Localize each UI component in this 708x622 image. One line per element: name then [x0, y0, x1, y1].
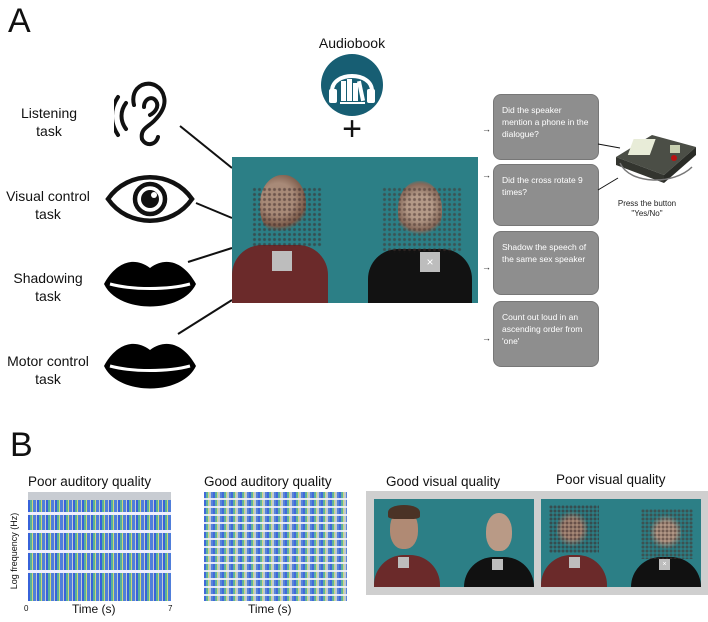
plus-sign: +: [342, 110, 362, 148]
audiobook-icon: [321, 54, 383, 116]
lips-icon: [104, 343, 196, 389]
spectrogram-title-good: Good auditory quality: [204, 474, 332, 489]
question-text-1: Did the speaker mention a phone in the d…: [502, 105, 589, 139]
visual-control-task-label: Visual control task: [6, 188, 90, 222]
button-caption: Press the button "Yes/No": [612, 199, 682, 219]
panel-b-letter: B: [10, 426, 33, 464]
question-text-3: Shadow the speech of the same sex speake…: [502, 242, 587, 264]
spectrogram-good: [204, 492, 347, 601]
question-text-4: Count out loud in an ascending order fro…: [502, 312, 583, 346]
button-caption-line1: Press the button: [617, 199, 677, 208]
fixation-square-left: [272, 251, 292, 271]
x-max-label-poor: 7: [168, 604, 173, 613]
poor-visual-quality-photo: ×: [541, 499, 701, 587]
button-connectors: [597, 143, 621, 191]
question-box-listening: Did the speaker mention a phone in the d…: [493, 94, 599, 160]
stimulus-video-frame: ×: [232, 157, 478, 303]
arrow-to-question-2: →: [482, 170, 491, 180]
panel-a-letter: A: [8, 2, 31, 40]
task-connectors: [177, 125, 233, 335]
arrow-to-question-1: →: [482, 124, 491, 134]
photo-title-poor: Poor visual quality: [556, 472, 666, 487]
ear-icon: [114, 81, 167, 146]
shadowing-task-label: Shadowing task: [13, 270, 83, 304]
xlabel-poor: Time (s): [72, 602, 116, 616]
eye-icon: [105, 175, 195, 223]
listening-task-label: Listening task: [20, 105, 78, 139]
spectrogram-poor: [28, 492, 171, 601]
good-visual-quality-photo: [374, 499, 534, 587]
x-min-label-poor: 0: [24, 604, 29, 613]
question-box-shadowing: Shadow the speech of the same sex speake…: [493, 231, 599, 295]
audiobook-label: Audiobook: [318, 35, 386, 51]
button-caption-line2: "Yes/No": [631, 209, 663, 218]
spectrogram-ylabel: Log frequency (Hz): [9, 512, 19, 590]
question-text-2: Did the cross rotate 9 times?: [502, 175, 583, 197]
arrow-to-question-3: →: [482, 262, 491, 272]
lips-icon: [104, 261, 196, 307]
photo-title-good: Good visual quality: [386, 474, 501, 489]
spectrogram-title-poor: Poor auditory quality: [28, 474, 152, 489]
xlabel-good: Time (s): [248, 602, 292, 616]
response-button-device: [616, 135, 696, 183]
question-box-visual: Did the cross rotate 9 times?: [493, 164, 599, 226]
question-box-motor: Count out loud in an ascending order fro…: [493, 301, 599, 367]
fixation-square-right: ×: [420, 252, 440, 272]
arrow-to-question-4: →: [482, 333, 491, 343]
motor-control-task-label: Motor control task: [7, 353, 89, 387]
